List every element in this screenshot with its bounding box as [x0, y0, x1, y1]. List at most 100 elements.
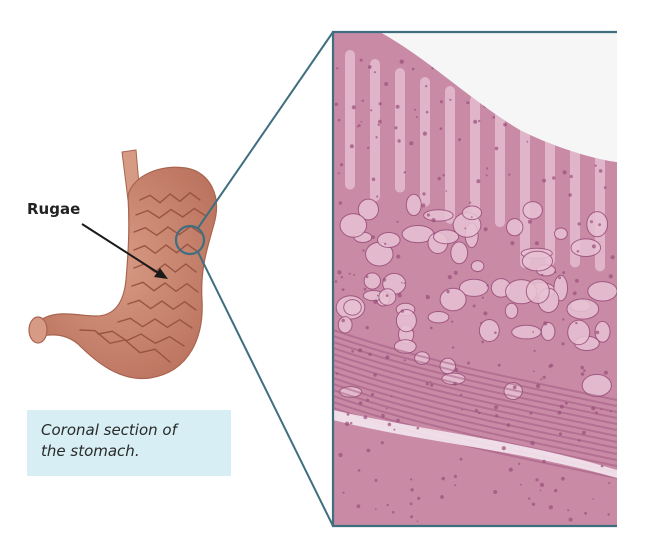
- nucleus-dot: [430, 383, 434, 387]
- rugae-fold: [133, 243, 199, 255]
- nucleus-dot: [416, 520, 419, 523]
- rugae-fold: [97, 330, 185, 347]
- nucleus-dot: [358, 401, 363, 405]
- nucleus-dot: [367, 146, 370, 149]
- nucleus-dot: [531, 502, 536, 506]
- nucleus-dot: [334, 280, 338, 283]
- nucleus-dot: [371, 177, 376, 182]
- nucleus-dot: [472, 304, 476, 308]
- nucleus-dot: [595, 411, 598, 414]
- nucleus-dot: [371, 235, 375, 240]
- nucleus-dot: [395, 104, 400, 109]
- nucleus-dot: [561, 476, 565, 481]
- nucleus-dot: [430, 326, 433, 330]
- nucleus-dot: [363, 415, 368, 420]
- nucleus-dot: [528, 497, 531, 500]
- nucleus-dot: [426, 213, 430, 217]
- nucleus-dot: [453, 270, 458, 275]
- nucleus-dot: [494, 146, 499, 151]
- nucleus-dot: [431, 67, 434, 70]
- nucleus-dot: [429, 380, 432, 383]
- nucleus-dot: [466, 101, 470, 105]
- nucleus-dot: [397, 293, 402, 298]
- nucleus-dot: [425, 110, 429, 114]
- nucleus-dot: [410, 515, 414, 519]
- gastric-gland: [339, 386, 363, 398]
- nucleus-dot: [341, 288, 345, 291]
- gastric-gland: [450, 241, 469, 265]
- nucleus-dot: [580, 372, 585, 376]
- micrograph-lumen: [380, 32, 617, 162]
- nucleus-dot: [442, 174, 445, 177]
- nucleus-dot: [461, 408, 463, 411]
- nucleus-dot: [454, 367, 459, 372]
- nucleus-dot: [351, 105, 356, 110]
- nucleus-dot: [580, 365, 584, 370]
- nucleus-dot: [377, 294, 379, 297]
- muscle-streak: [333, 365, 617, 437]
- nucleus-dot: [425, 295, 430, 300]
- gastric-gland: [377, 232, 401, 248]
- nucleus-dot: [378, 102, 382, 106]
- gastric-gland: [357, 198, 379, 221]
- nucleus-dot: [409, 502, 413, 506]
- muscle-streak: [333, 371, 617, 443]
- nucleus-dot: [541, 273, 544, 276]
- gastric-pit: [495, 104, 505, 228]
- gastric-gland: [343, 299, 362, 316]
- nucleus-dot: [539, 489, 542, 492]
- nucleus-dot: [396, 220, 399, 223]
- nucleus-dot: [384, 82, 389, 86]
- nucleus-dot: [497, 451, 499, 454]
- nucleus-dot: [562, 271, 566, 275]
- gastric-gland: [363, 272, 381, 290]
- nucleus-dot: [411, 67, 415, 71]
- nucleus-dot: [375, 136, 378, 139]
- nucleus-dot: [460, 393, 463, 397]
- nucleus-dot: [416, 116, 418, 119]
- nucleus-dot: [353, 274, 356, 276]
- nucleus-dot: [494, 331, 497, 335]
- nucleus-dot: [337, 172, 340, 175]
- nucleus-dot: [503, 122, 507, 127]
- nucleus-dot: [603, 186, 607, 189]
- nucleus-dot: [590, 220, 593, 224]
- nucleus-dot: [506, 423, 511, 427]
- nucleus-dot: [480, 322, 483, 325]
- nucleus-dot: [594, 164, 597, 167]
- submucosa-gap: [333, 410, 617, 478]
- nucleus-dot: [373, 71, 376, 74]
- nucleus-dot: [535, 383, 541, 389]
- magnifier-circle: [174, 224, 206, 256]
- rugae-folds: [79, 191, 207, 363]
- nucleus-dot: [338, 452, 343, 458]
- rugae-fold: [131, 281, 199, 293]
- nucleus-dot: [374, 478, 378, 482]
- rugae-fold: [139, 191, 201, 204]
- nucleus-dot: [478, 411, 481, 415]
- nucleus-dot: [542, 459, 546, 464]
- nucleus-dot: [533, 370, 535, 373]
- nucleus-dot: [467, 361, 470, 365]
- muscle-streak: [333, 353, 617, 425]
- nucleus-dot: [476, 179, 481, 184]
- gastric-pit: [595, 140, 605, 272]
- gastric-gland: [503, 382, 523, 400]
- nucleus-dot: [404, 171, 407, 174]
- caption-line-2: the stomach.: [41, 442, 140, 460]
- gastric-gland: [504, 302, 519, 319]
- nucleus-dot: [595, 330, 600, 335]
- nucleus-dot: [600, 464, 604, 468]
- gastric-gland: [581, 373, 612, 397]
- gastric-gland: [478, 319, 500, 342]
- gastric-pit: [420, 77, 430, 207]
- nucleus-dot: [453, 474, 457, 478]
- nucleus-dot: [446, 289, 450, 294]
- gastric-gland: [405, 193, 422, 217]
- nucleus-dot: [414, 108, 416, 111]
- nucleus-dot: [474, 408, 478, 413]
- nucleus-dot: [374, 508, 377, 511]
- gastric-pit: [520, 113, 530, 269]
- nucleus-dot: [356, 125, 359, 128]
